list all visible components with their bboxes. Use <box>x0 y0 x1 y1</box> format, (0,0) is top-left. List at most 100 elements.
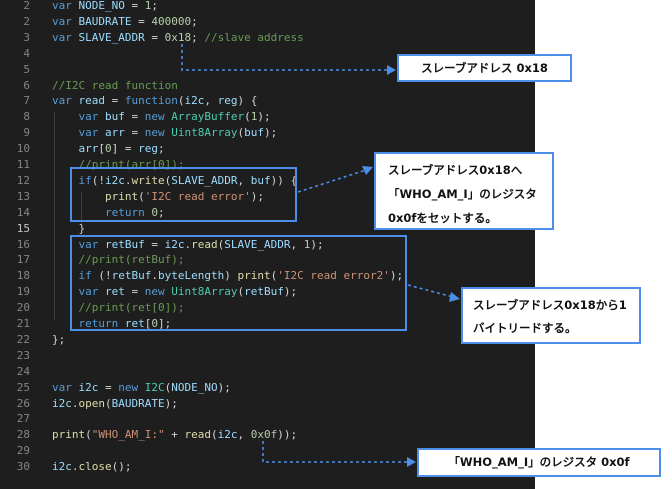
code-token: . <box>71 396 79 410</box>
code-line[interactable]: 16 var retBuf = i2c.read(SLAVE_ADDR, 1); <box>0 237 535 253</box>
code-text: } <box>52 221 85 237</box>
code-token <box>52 142 79 155</box>
code-token: read <box>78 94 106 108</box>
code-token: (! <box>98 269 112 283</box>
code-token: buf <box>250 173 271 187</box>
code-token: ( <box>244 110 251 124</box>
code-token: //print(ret[0]); <box>78 301 185 315</box>
line-number: 19 <box>16 285 30 299</box>
code-token: i2c <box>105 173 125 187</box>
line-number: 26 <box>16 396 30 410</box>
code-line[interactable]: 20 //print(ret[0]); <box>0 300 535 316</box>
code-line[interactable]: 6//I2C read function <box>0 78 535 94</box>
line-number: 9 <box>23 126 30 140</box>
code-token: reg <box>138 142 158 156</box>
code-line[interactable]: 14 return 0; <box>0 205 535 221</box>
code-token: }; <box>52 332 66 346</box>
code-token: ); <box>283 285 298 299</box>
code-token: write <box>131 173 165 187</box>
code-line[interactable]: 2 var NODE_NO = 1; <box>0 0 535 14</box>
code-token: BAUDRATE <box>78 14 132 28</box>
code-line[interactable]: 8 var buf = new ArrayBuffer(1); <box>0 109 535 125</box>
code-line[interactable]: 4 <box>0 46 535 62</box>
code-token: ); <box>310 237 324 251</box>
callout-text: 0x0fをセットする。 <box>388 211 497 225</box>
code-token: , <box>237 173 251 187</box>
code-text: if(!i2c.write(SLAVE_ADDR, buf)) { <box>52 173 298 189</box>
line-number: 18 <box>16 269 30 283</box>
code-token: ( <box>237 126 245 140</box>
code-line[interactable]: 29 <box>0 443 535 459</box>
code-line[interactable]: 12 if(!i2c.write(SLAVE_ADDR, buf)) { <box>0 173 535 189</box>
line-number: 16 <box>16 237 30 251</box>
callout-text: バイトリードする。 <box>473 321 577 335</box>
code-token: = <box>124 285 145 299</box>
code-token: ); <box>257 110 271 124</box>
code-token: )); <box>277 428 298 442</box>
code-line[interactable]: 23 <box>0 348 535 364</box>
code-token: var <box>52 380 79 394</box>
code-token: 0 <box>151 205 158 219</box>
code-text: var i2c = new I2C(NODE_NO); <box>52 380 231 396</box>
code-line[interactable]: 24 <box>0 364 535 380</box>
code-token: i2c <box>217 428 238 442</box>
code-line[interactable]: 27 <box>0 411 535 427</box>
write-block-highlight <box>70 167 297 222</box>
code-line[interactable]: 10 arr[0] = reg; <box>0 141 535 157</box>
line-number: 15 <box>16 221 30 235</box>
code-token: = <box>124 0 145 12</box>
code-token: buf <box>105 110 125 124</box>
code-line[interactable]: 22}; <box>0 332 535 348</box>
code-token: ( <box>237 285 245 299</box>
line-number: 5 <box>23 62 30 76</box>
code-token: i2c <box>52 396 72 410</box>
line-number: 21 <box>16 317 30 330</box>
code-token: = <box>124 110 145 124</box>
code-token: 1 <box>303 237 311 251</box>
code-token: ; <box>158 142 165 156</box>
code-token: SLAVE_ADDR <box>224 237 291 251</box>
code-token: retBuf <box>244 285 284 299</box>
code-token: ); <box>164 396 178 410</box>
code-token: print <box>104 189 139 203</box>
code-line[interactable]: 5 <box>0 62 535 78</box>
code-text: //print(ret[0]); <box>52 300 185 316</box>
code-token: function <box>124 94 178 108</box>
code-text: arr[0] = reg; <box>52 141 165 157</box>
line-number: 30 <box>16 460 30 474</box>
code-line[interactable]: 21 return ret[0]; <box>0 316 535 332</box>
code-line[interactable]: 15 } <box>0 221 535 237</box>
callout-read-byte: スレーブアドレス0x18から1 バイトリードする。 <box>461 287 641 344</box>
code-token: ret <box>124 317 145 330</box>
line-number: 14 <box>16 205 30 219</box>
code-text: var NODE_NO = 1; <box>52 0 158 14</box>
code-token: = <box>131 14 152 28</box>
code-line[interactable]: 13 print('I2C read error'); <box>0 189 535 205</box>
code-token: ( <box>164 173 172 187</box>
code-token: ; <box>151 0 158 12</box>
indent-guide <box>54 112 55 320</box>
code-line[interactable]: 17 //print(retBuf); <box>0 252 535 268</box>
code-token: //I2C read function <box>52 78 178 92</box>
code-line[interactable]: 18 if (!retBuf.byteLength) print('I2C re… <box>0 268 535 284</box>
callout-text: 「WHO_AM_I」のレジスタ 0x0f <box>448 455 630 469</box>
line-number: 2 <box>23 14 30 28</box>
code-token: retBuf <box>105 237 145 251</box>
code-token: ( <box>270 269 278 283</box>
code-line[interactable]: 19 var ret = new Uint8Array(retBuf); <box>0 284 535 300</box>
code-token: NODE_NO <box>171 380 218 394</box>
code-token: return <box>78 317 125 330</box>
callout-text: スレーブアドレス0x18へ <box>388 163 523 177</box>
code-token: = <box>105 94 125 108</box>
code-token: ret <box>105 285 125 299</box>
line-number: 2 <box>23 0 30 12</box>
code-line[interactable]: 9 var arr = new Uint8Array(buf); <box>0 125 535 141</box>
code-token: //slave address <box>204 30 304 44</box>
